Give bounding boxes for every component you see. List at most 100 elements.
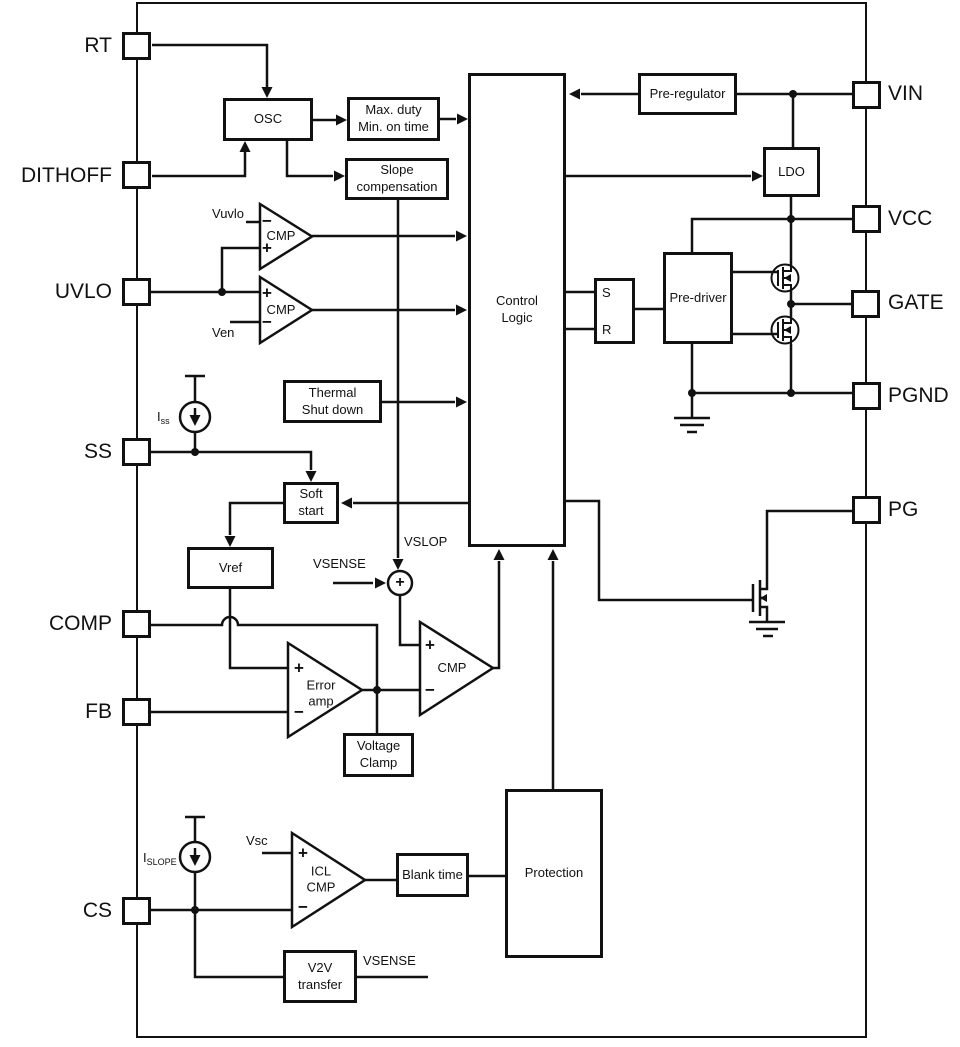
osc-block: OSC: [223, 98, 313, 141]
wires: [151, 43, 853, 979]
icl-cmp-label: ICL CMP: [306, 863, 336, 894]
wire-pgnd: [690, 344, 853, 418]
pin-fb: [122, 698, 151, 726]
pin-label-pgnd: PGND: [888, 384, 949, 407]
pre-regulator-block: Pre-regulator: [638, 73, 737, 115]
wire-uvlo: [151, 246, 260, 294]
summing-junction: [386, 569, 414, 597]
pin-label-uvlo: UVLO: [54, 280, 112, 303]
vsc-label: Vsc: [246, 833, 268, 848]
pin-rt: [122, 32, 151, 60]
pin-label-ss: SS: [83, 440, 112, 463]
pin-comp: [122, 610, 151, 638]
vslop-label: VSLOP: [404, 534, 448, 549]
max-duty-block: Max. duty Min. on time: [347, 97, 440, 141]
error-amp-plus: +: [294, 658, 304, 678]
iss-label: Iss: [157, 409, 170, 426]
error-amp-minus: −: [294, 702, 304, 722]
comparator-triangles: [258, 201, 496, 930]
pin-label-comp: COMP: [49, 612, 112, 635]
predriver-ground: [674, 416, 710, 434]
pin-label-vin: VIN: [888, 82, 924, 105]
pin-gate: [851, 290, 880, 318]
wire-gate-chain: [789, 219, 851, 393]
wire-softstart-vref: [228, 501, 283, 535]
wire-ldo-vcc-predriver: [690, 197, 852, 252]
blank-time-block: Blank time: [396, 853, 469, 897]
icl-cmp-plus: +: [298, 843, 308, 863]
pin-uvlo: [122, 278, 151, 306]
icl-comparator: [290, 830, 368, 930]
pin-label-rt: RT: [84, 34, 112, 57]
uvlo-cmp-label: CMP: [266, 228, 296, 244]
pin-label-fb: FB: [85, 700, 112, 723]
pin-ss: [122, 438, 151, 466]
summing-plus: +: [395, 574, 405, 591]
pwm-comparator: [418, 619, 496, 718]
sr-latch-block: [594, 278, 635, 344]
ground-symbols: [674, 416, 785, 638]
wire-comp: [151, 615, 420, 733]
sr-latch-s-label: S: [602, 285, 611, 300]
pin-label-dithoff: DITHOFF: [21, 164, 112, 187]
wire-rt-osc: [152, 43, 269, 88]
wire-vref-erramp: [228, 589, 288, 670]
wire-osc-slopecomp: [285, 141, 333, 178]
soft-start-block: Soft start: [283, 482, 339, 524]
control-logic-block: Control Logic: [468, 73, 566, 547]
islope-label: ISLOPE: [143, 850, 177, 867]
wire-islope-source: [185, 815, 205, 910]
ven-label: Ven: [212, 325, 235, 340]
current-sources: [178, 400, 212, 874]
islope-current-source: [178, 840, 212, 874]
wire-control-pgmos: [566, 499, 753, 602]
wire-sum-pwmcmp: [398, 595, 420, 647]
pg-mosfet: [751, 509, 853, 622]
uvlo-cmp-minus: −: [262, 211, 272, 231]
mosfets: [751, 263, 853, 622]
wire-sr-inputs: [566, 290, 594, 331]
pin-label-cs: CS: [82, 899, 112, 922]
pin-label-pg: PG: [888, 498, 919, 521]
error-amplifier: [286, 640, 365, 740]
vsense-out-label: VSENSE: [363, 953, 416, 968]
v2v-transfer-block: V2V transfer: [283, 950, 357, 1003]
wire-vin-prereg: [737, 92, 852, 147]
wire-predriver-gates: [733, 270, 778, 336]
iss-current-source: [178, 400, 212, 434]
pwm-cmp-minus: −: [425, 680, 435, 700]
wire-cs-v2v: [193, 910, 283, 979]
en-cmp-label: CMP: [266, 302, 296, 318]
uvlo-cmp-plus: +: [262, 238, 272, 258]
pin-label-vcc: VCC: [888, 207, 933, 230]
en-cmp-minus: −: [262, 312, 272, 332]
wire-ss: [151, 450, 313, 470]
pin-vin: [852, 81, 881, 109]
pre-driver-block: Pre-driver: [663, 252, 733, 344]
sr-latch-r-label: R: [602, 322, 612, 337]
arrowheads: [224, 87, 763, 589]
pin-dithoff: [122, 161, 151, 189]
uvlo-comparator: [258, 201, 315, 272]
pin-pgnd: [852, 382, 881, 410]
ldo-block: LDO: [763, 147, 820, 197]
icl-cmp-minus: −: [298, 897, 308, 917]
pin-cs: [122, 897, 151, 925]
vuvlo-label: Vuvlo: [212, 206, 245, 221]
gate-mosfet-bottom: [770, 315, 800, 345]
pg-ground: [749, 620, 785, 638]
pin-pg: [852, 496, 881, 524]
wire-dithoff-osc: [152, 151, 247, 178]
pin-vcc: [852, 205, 881, 233]
pwm-cmp-label: CMP: [437, 660, 467, 676]
en-cmp-plus: +: [262, 283, 272, 303]
junction-dots: [191, 90, 797, 914]
wire-pwmcmp-control: [493, 561, 501, 670]
gate-mosfet-top: [770, 263, 800, 293]
vref-block: Vref: [187, 547, 274, 589]
slope-compensation-block: Slope compensation: [345, 158, 449, 200]
pwm-cmp-plus: +: [425, 635, 435, 655]
error-amp-label: Error amp: [306, 677, 336, 708]
